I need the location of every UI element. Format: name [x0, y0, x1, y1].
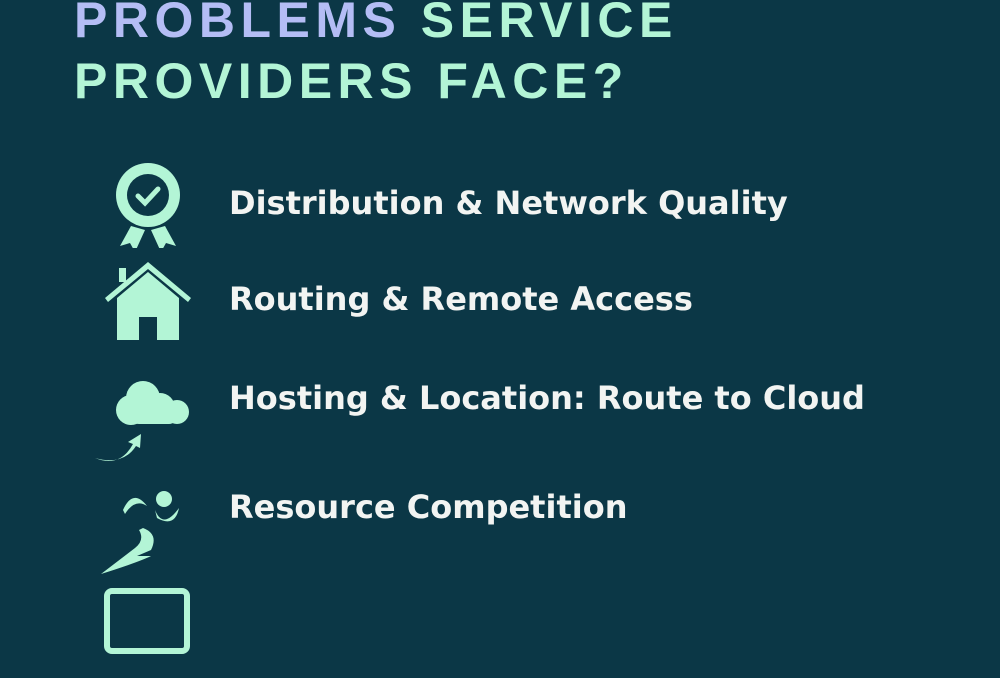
- title-highlight: PROBLEMS: [74, 0, 402, 48]
- monitor-icon: [104, 588, 190, 654]
- item-label: Resource Competition: [229, 488, 628, 526]
- item-label: Routing & Remote Access: [229, 280, 693, 318]
- item-label: Distribution & Network Quality: [229, 184, 788, 222]
- list-item-partial: [0, 588, 1000, 678]
- list-item-hosting: Hosting & Location: Route to Cloud: [0, 376, 1000, 466]
- list-item-resource: Resource Competition: [0, 488, 1000, 578]
- runner-icon: [101, 491, 179, 574]
- title-line-1: PROBLEMS SERVICE: [74, 0, 678, 45]
- title-line-2: PROVIDERS FACE?: [74, 53, 629, 109]
- award-badge-icon: [116, 163, 180, 248]
- list-item-routing: Routing & Remote Access: [0, 262, 1000, 352]
- cloud-upload-icon: [95, 381, 189, 461]
- house-icon: [105, 262, 191, 340]
- title-rest: SERVICE: [401, 0, 678, 48]
- item-label: Hosting & Location: Route to Cloud: [229, 379, 865, 417]
- list-item-distribution: Distribution & Network Quality: [0, 158, 1000, 248]
